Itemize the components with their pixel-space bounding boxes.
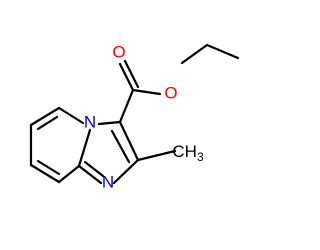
bond-c7-to-c8 (29, 163, 61, 184)
bond-ethyl-to-oxygen (180, 43, 209, 65)
methyl-main-text: CH (172, 142, 197, 161)
bond-c3-to-c2-double-2 (110, 129, 131, 164)
bond-c5-to-c6 (29, 106, 61, 127)
molecule-diagram: O O N N CH3 (29, 42, 240, 191)
bond-imidazole-nitrogen-to-c8a (77, 164, 103, 185)
bond-c2-to-imidazole-nitrogen (112, 158, 140, 185)
bond-ester-oxygen-to-carbonyl-carbon (131, 88, 162, 96)
chemical-structure-canvas: O O N N CH3 (29, 42, 240, 192)
bond-c7-to-c8-double (36, 159, 61, 176)
ester-oxygen-label: O (164, 83, 177, 102)
bond-bridge-nitrogen-to-c5 (57, 106, 85, 125)
bond-carbonyl-carbon-to-c3 (118, 88, 135, 124)
bond-c3-to-c2-double-1 (118, 120, 140, 162)
bond-carbonyl-double-1 (118, 62, 135, 92)
bond-ethyl-terminal (205, 43, 240, 60)
bond-c3-to-bridge-nitrogen (97, 120, 122, 126)
bond-bridge-nitrogen-to-c8a (77, 128, 92, 168)
bond-imidazole-nitrogen-to-c8a-double (83, 160, 105, 178)
methyl-subscript-text: 3 (197, 150, 204, 164)
bond-carbonyl-double-2 (123, 59, 140, 89)
methyl-label: CH3 (172, 142, 204, 164)
bond-c5-to-c6-double (36, 115, 59, 131)
bond-c2-to-methyl (136, 149, 177, 162)
imidazole-nitrogen-label: N (102, 172, 114, 191)
bridgehead-nitrogen-label: N (84, 112, 96, 131)
bond-c8-to-c8a (57, 164, 81, 184)
carbonyl-oxygen-label: O (112, 42, 125, 61)
